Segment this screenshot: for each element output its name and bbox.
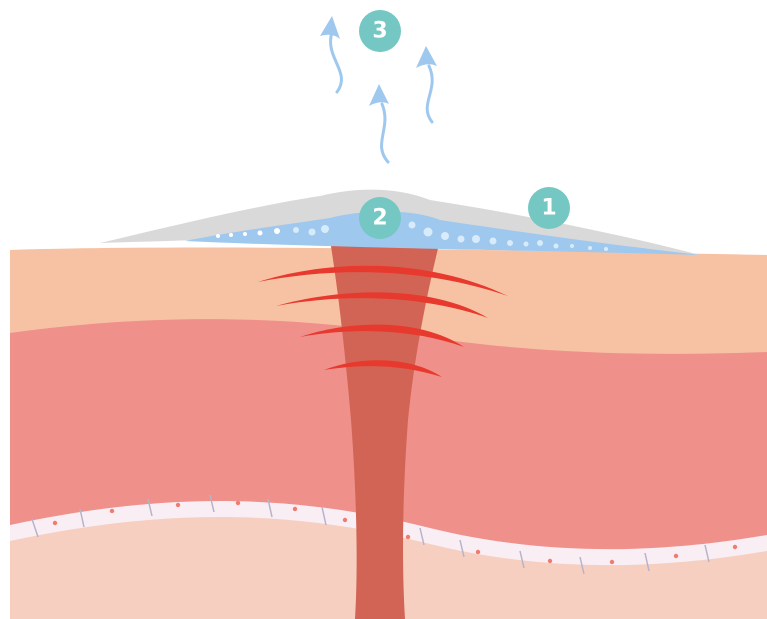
fluid-bubble xyxy=(409,222,416,229)
fluid-bubble xyxy=(424,228,433,237)
fluid-bubble xyxy=(604,247,608,251)
fluid-bubble xyxy=(588,246,592,250)
fluid-bubble xyxy=(507,240,513,246)
cell-dot xyxy=(293,507,297,511)
fluid-bubble xyxy=(258,231,263,236)
marker-1: 1 xyxy=(528,187,570,229)
cell-dot xyxy=(343,518,347,522)
fluid-bubble xyxy=(216,234,220,238)
cell-dot xyxy=(176,503,180,507)
cell-dot xyxy=(53,521,57,525)
marker-2-label: 2 xyxy=(372,206,387,231)
upward-wavy-arrow-icon xyxy=(369,84,389,162)
fluid-bubble xyxy=(537,240,543,246)
cell-dot xyxy=(548,559,552,563)
fluid-bubble xyxy=(321,225,329,233)
cell-dot xyxy=(733,545,737,549)
upward-wavy-arrow-icon xyxy=(320,16,341,92)
fluid-bubble xyxy=(524,242,529,247)
fluid-bubble xyxy=(472,235,480,243)
cell-dot xyxy=(610,560,614,564)
marker-1-label: 1 xyxy=(541,196,556,221)
cell-dot xyxy=(476,550,480,554)
cell-dot xyxy=(406,535,410,539)
fluid-bubble xyxy=(274,228,280,234)
fluid-bubble xyxy=(490,238,497,245)
cell-dot xyxy=(236,501,240,505)
fluid-bubble xyxy=(309,229,316,236)
fluid-bubble xyxy=(293,227,299,233)
cell-dot xyxy=(674,554,678,558)
cell-dot xyxy=(110,509,114,513)
marker-3-label: 3 xyxy=(372,19,387,44)
fluid-bubble xyxy=(243,232,247,236)
marker-2: 2 xyxy=(359,197,401,239)
fluid-bubble xyxy=(441,232,449,240)
fluid-bubble xyxy=(554,244,559,249)
upward-wavy-arrow-icon xyxy=(416,46,437,122)
fluid-bubble xyxy=(570,244,574,248)
marker-3: 3 xyxy=(359,10,401,52)
fluid-bubble xyxy=(229,233,233,237)
fluid-bubble xyxy=(458,236,465,243)
